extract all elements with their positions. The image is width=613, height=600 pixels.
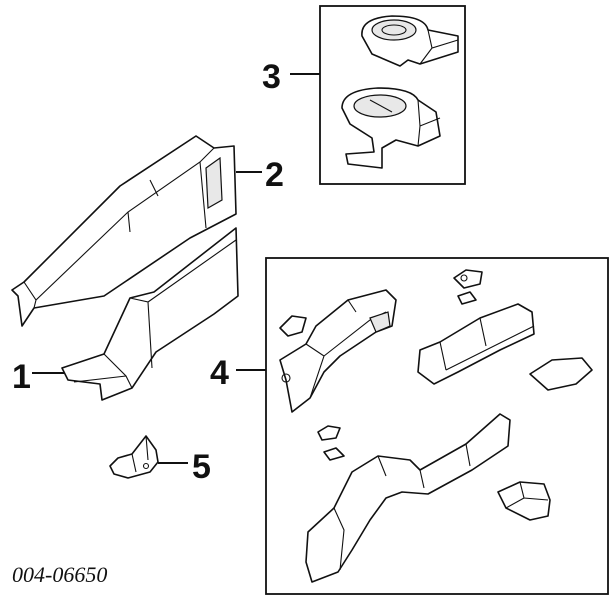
part-4-rear-rail [305, 413, 511, 583]
part-4-small-plates [317, 425, 345, 461]
part-4-small-clips [453, 269, 483, 305]
part-3-detail-box [319, 5, 466, 185]
part-4-small-plate-a [279, 315, 307, 337]
part-3-bracket-upper [361, 15, 459, 67]
callout-1-label: 1 [12, 358, 31, 396]
callout-5-label: 5 [192, 448, 211, 486]
part-2-rail [11, 135, 237, 327]
callout-3-label: 3 [262, 58, 281, 96]
part-5-bracket [109, 435, 159, 479]
part-4-cross-member [417, 303, 535, 385]
part-1-wheelhouse-panel [61, 227, 239, 401]
part-4-detail-box [265, 257, 609, 595]
part-3-bracket-lower [341, 87, 441, 169]
diagram-code: 004-06650 [12, 562, 107, 587]
callout-4-label: 4 [210, 354, 229, 392]
callout-2-label: 2 [265, 156, 284, 194]
part-4-bracket [497, 481, 551, 521]
part-4-front-rail [279, 289, 397, 413]
part-4-tab-plate [529, 357, 593, 391]
